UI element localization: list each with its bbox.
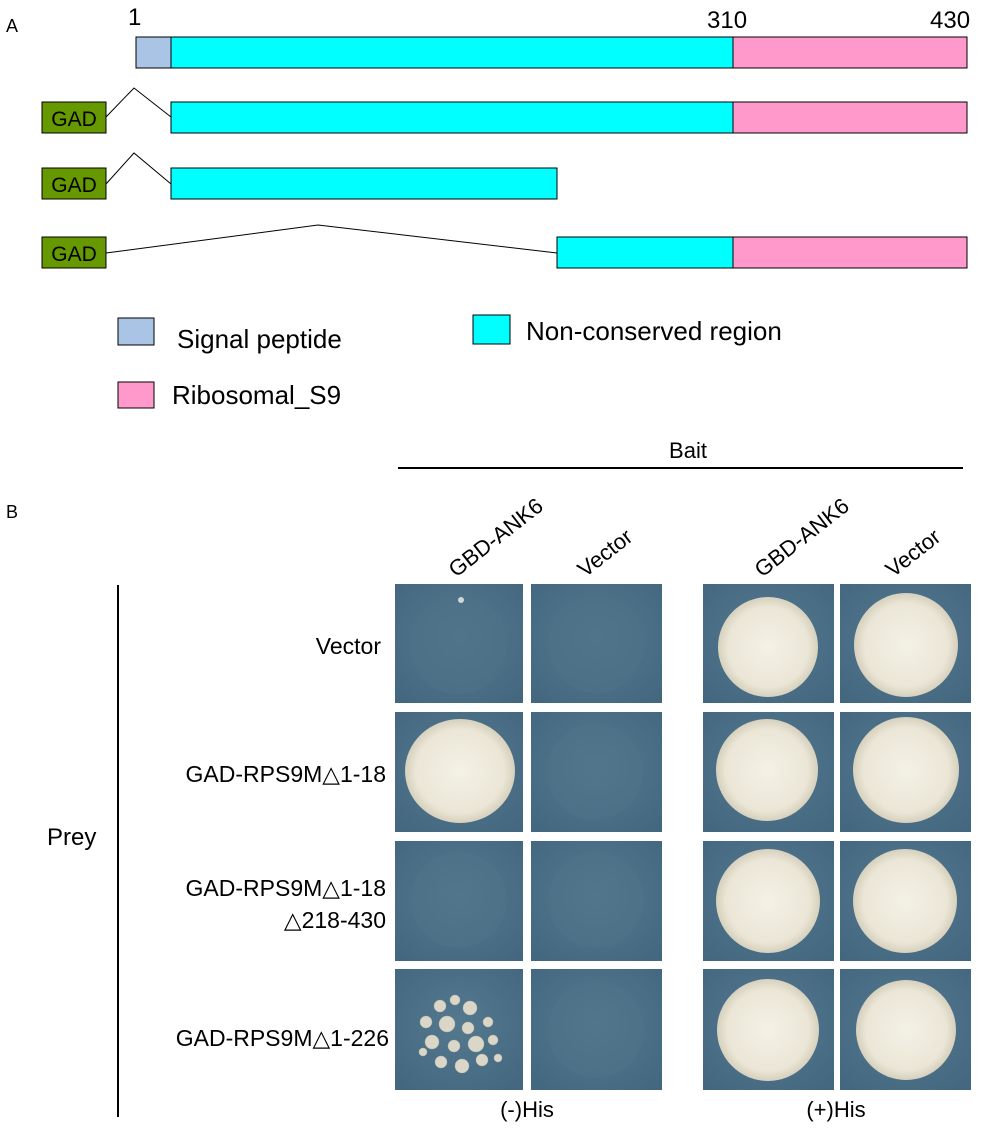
faint-spot bbox=[547, 724, 643, 820]
colony bbox=[716, 719, 818, 821]
position-label-310: 310 bbox=[707, 7, 747, 34]
legend-label-ribosomal: Ribosomal_S9 bbox=[172, 380, 341, 410]
row-label-2: GAD-RPS9M△1-18 bbox=[186, 761, 386, 787]
row-label-4: GAD-RPS9M△1-226 bbox=[176, 1025, 389, 1051]
colony bbox=[717, 979, 819, 1081]
signal-peptide-domain bbox=[135, 36, 172, 69]
row-label-3b: △218-430 bbox=[284, 907, 386, 933]
plate-row-3 bbox=[395, 841, 971, 961]
non-conserved-domain bbox=[170, 36, 734, 69]
non-conserved-domain bbox=[170, 101, 734, 134]
column-header-1: GBD-ANK6 bbox=[444, 493, 548, 582]
deletion-line bbox=[105, 224, 558, 254]
ribosomal-s9-domain bbox=[732, 36, 968, 69]
condition-plus-his: (+)His bbox=[806, 1097, 865, 1122]
construct-delta-1-18-delta-218-430: GAD bbox=[41, 152, 558, 200]
gad-box bbox=[41, 236, 107, 269]
position-label-430: 430 bbox=[930, 7, 970, 34]
row-label-3a: GAD-RPS9M△1-18 bbox=[186, 875, 386, 901]
construct-delta-1-18: GAD bbox=[41, 87, 968, 134]
legend-swatch-signal-peptide bbox=[117, 317, 155, 346]
colony bbox=[718, 597, 818, 697]
legend-swatch-non-conserved bbox=[472, 314, 511, 345]
ribosomal-s9-domain bbox=[732, 101, 968, 134]
full-length-protein bbox=[135, 36, 968, 69]
colony bbox=[716, 849, 820, 953]
faint-spot bbox=[410, 596, 508, 694]
faint-spot bbox=[548, 597, 644, 693]
column-header-3: GBD-ANK6 bbox=[750, 493, 854, 582]
gad-box bbox=[41, 101, 107, 134]
column-header-2: Vector bbox=[573, 524, 638, 582]
position-label-1: 1 bbox=[128, 4, 141, 31]
legend-swatch-ribosomal bbox=[117, 381, 155, 409]
gad-label: GAD bbox=[51, 174, 97, 197]
condition-minus-his: (-)His bbox=[500, 1097, 554, 1122]
legend-label-signal-peptide: Signal peptide bbox=[177, 324, 342, 354]
prey-label: Prey bbox=[47, 824, 96, 851]
construct-delta-1-226: GAD bbox=[41, 224, 968, 269]
faint-spot bbox=[548, 982, 644, 1078]
row-label-1: Vector bbox=[316, 633, 382, 659]
gad-label: GAD bbox=[51, 243, 97, 266]
non-conserved-domain bbox=[170, 167, 558, 200]
deletion-line bbox=[105, 152, 172, 185]
bait-label: Bait bbox=[669, 438, 707, 463]
plate-row-1 bbox=[395, 584, 971, 703]
panel-b-label: B bbox=[6, 502, 18, 522]
colony bbox=[853, 717, 959, 823]
colony bbox=[853, 849, 957, 953]
small-colonies bbox=[418, 994, 503, 1074]
legend-label-non-conserved: Non-conserved region bbox=[526, 316, 782, 346]
deletion-line bbox=[105, 87, 172, 118]
column-header-4: Vector bbox=[881, 524, 946, 582]
plate-row-4 bbox=[395, 969, 971, 1090]
faint-spot bbox=[411, 852, 507, 948]
ribosomal-s9-domain bbox=[732, 236, 968, 269]
panel-a-label: A bbox=[6, 16, 18, 36]
colony bbox=[854, 593, 958, 697]
faint-spot bbox=[548, 852, 644, 948]
gad-box bbox=[41, 167, 107, 200]
non-conserved-domain bbox=[556, 236, 734, 269]
gad-label: GAD bbox=[51, 108, 97, 131]
legend: Signal peptide Non-conserved region Ribo… bbox=[117, 314, 782, 410]
colony bbox=[856, 980, 956, 1080]
speck bbox=[458, 597, 464, 603]
plate-row-2 bbox=[395, 712, 971, 832]
colony bbox=[405, 719, 515, 823]
